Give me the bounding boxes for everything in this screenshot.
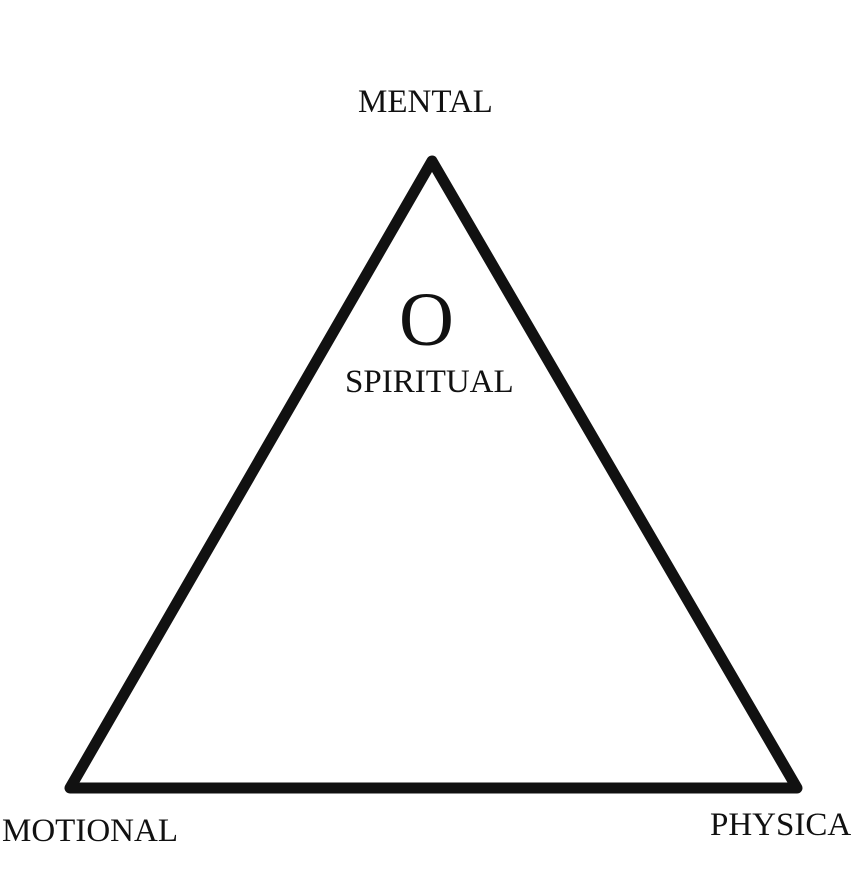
label-mental: MENTAL — [358, 84, 493, 120]
label-physica: PHYSICA — [710, 807, 852, 843]
label-spiritual: SPIRITUAL — [345, 364, 514, 400]
triangle-outline — [64, 155, 803, 794]
label-motional: MOTIONAL — [2, 813, 178, 849]
circle-symbol: O — [399, 278, 454, 362]
